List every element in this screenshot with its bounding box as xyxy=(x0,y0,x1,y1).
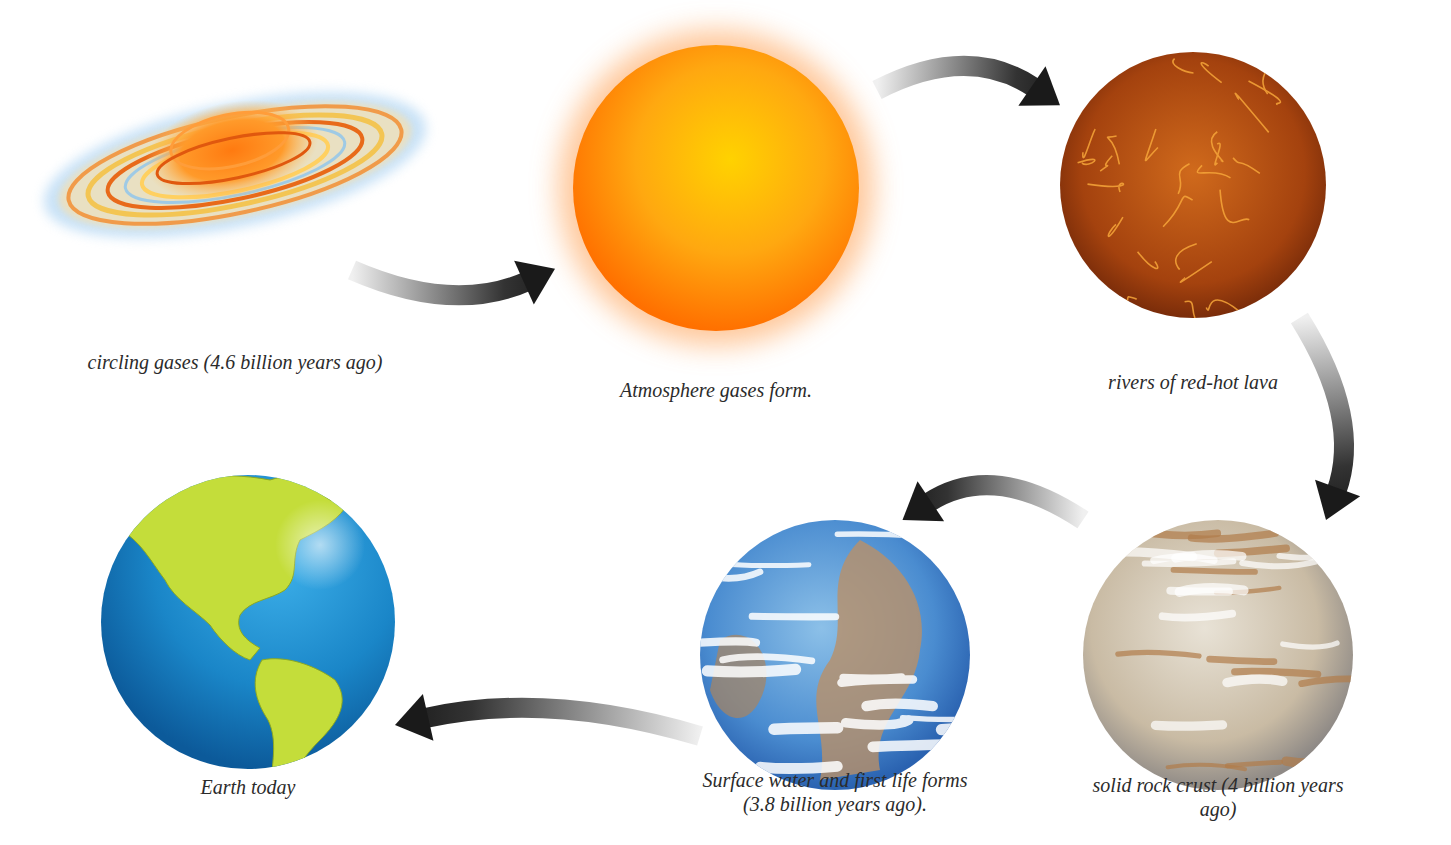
stage-caption: circling gases (4.6 billion years ago) xyxy=(85,350,385,374)
stage-globe: Atmosphere gases form. xyxy=(555,25,877,350)
stage-globe: Earth today xyxy=(101,475,395,769)
stage-globe: Surface water and first life forms (3.8 … xyxy=(700,520,970,790)
stage-globe: circling gases (4.6 billion years ago) xyxy=(40,60,430,270)
stage-caption: Atmosphere gases form. xyxy=(556,378,876,402)
stage-caption: rivers of red-hot lava xyxy=(1043,370,1343,394)
curved-arrow xyxy=(352,261,555,305)
stage-caption: Earth today xyxy=(138,775,358,799)
stage-globe: rivers of red-hot lava xyxy=(1060,52,1326,318)
stage-caption: solid rock crust (4 billion years ago) xyxy=(1088,773,1348,821)
curved-arrow xyxy=(1299,318,1360,520)
stage-caption: Surface water and first life forms (3.8 … xyxy=(685,768,985,816)
curved-arrow xyxy=(395,694,700,741)
curved-arrow xyxy=(903,481,1084,521)
stage-globe: solid rock crust (4 billion years ago) xyxy=(1083,520,1353,790)
curved-arrow xyxy=(877,66,1060,106)
